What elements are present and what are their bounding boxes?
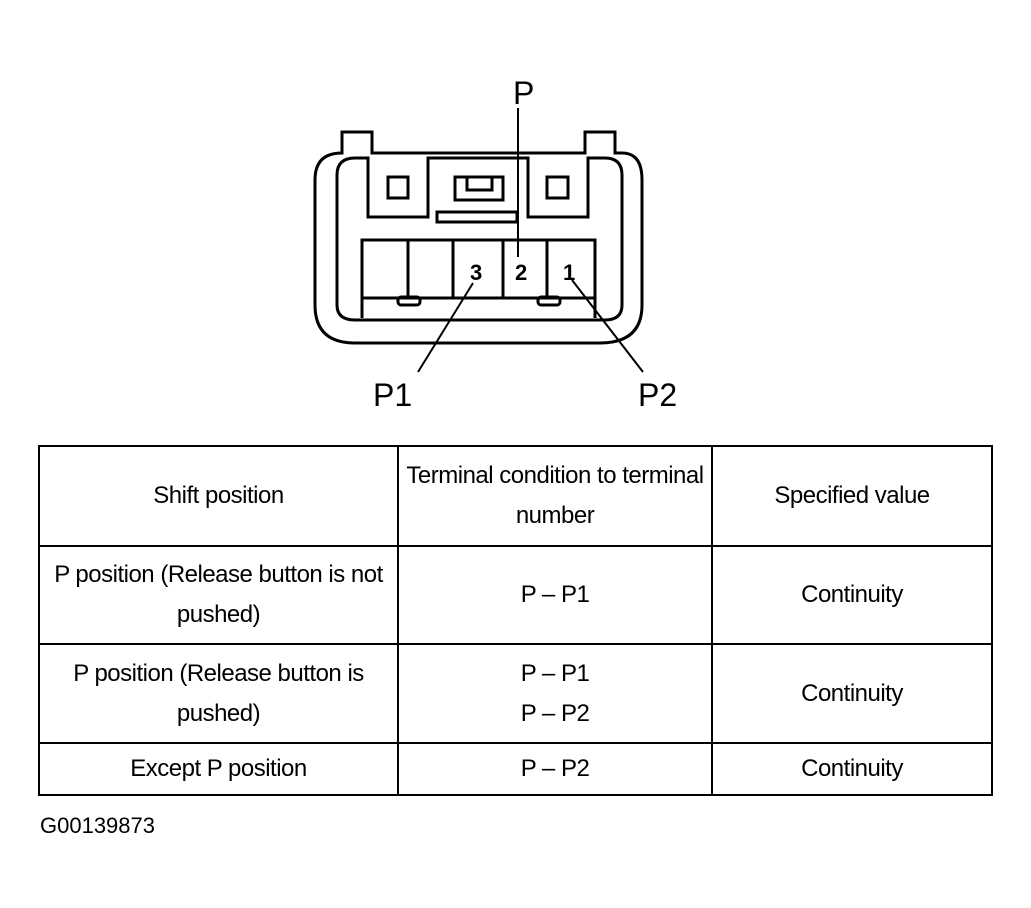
label-p1: P1 xyxy=(373,377,412,413)
header-specified-value: Specified value xyxy=(711,445,993,547)
leader-lines xyxy=(417,108,644,373)
terminal-block xyxy=(360,238,597,318)
connector-diagram: 3 2 1 P P1 P2 xyxy=(313,75,677,413)
terminal-cell: P – P1 P – P2 xyxy=(397,643,713,744)
figure-id-caption: G00139873 xyxy=(40,813,155,838)
terminal-pair: P – P2 xyxy=(520,755,590,782)
shift-position-cell: P position (Release button is pushed) xyxy=(38,643,399,744)
inspection-table: Shift position Terminal condition to ter… xyxy=(38,445,993,796)
value-cell: Continuity xyxy=(711,643,993,744)
label-p2: P2 xyxy=(638,377,677,413)
terminal-number-2: 2 xyxy=(515,260,527,285)
header-terminal-condition: Terminal condition to terminal number xyxy=(397,445,713,547)
connector-body xyxy=(313,130,644,345)
leader-line-p1 xyxy=(417,282,474,373)
terminal-pair: P – P1 xyxy=(520,581,590,608)
value-cell: Continuity xyxy=(711,545,993,645)
table-row: P position (Release button is not pushed… xyxy=(38,545,993,645)
table-row: P position (Release button is pushed) P … xyxy=(38,643,993,744)
label-p: P xyxy=(513,75,534,111)
table-row: Except P position P – P2 Continuity xyxy=(38,742,993,796)
terminal-number-1: 1 xyxy=(563,260,575,285)
shift-position-cell: Except P position xyxy=(38,742,399,796)
terminal-pair: P – P2 xyxy=(520,699,590,727)
header-shift-position: Shift position xyxy=(38,445,399,547)
terminal-pair: P – P1 xyxy=(520,659,590,687)
terminal-number-3: 3 xyxy=(470,260,482,285)
table-header-row: Shift position Terminal condition to ter… xyxy=(38,445,993,547)
shift-position-cell: P position (Release button is not pushed… xyxy=(38,545,399,645)
terminal-cell: P – P2 xyxy=(397,742,713,796)
terminal-cell: P – P1 xyxy=(397,545,713,645)
leader-line-p2 xyxy=(571,279,644,373)
value-cell: Continuity xyxy=(711,742,993,796)
